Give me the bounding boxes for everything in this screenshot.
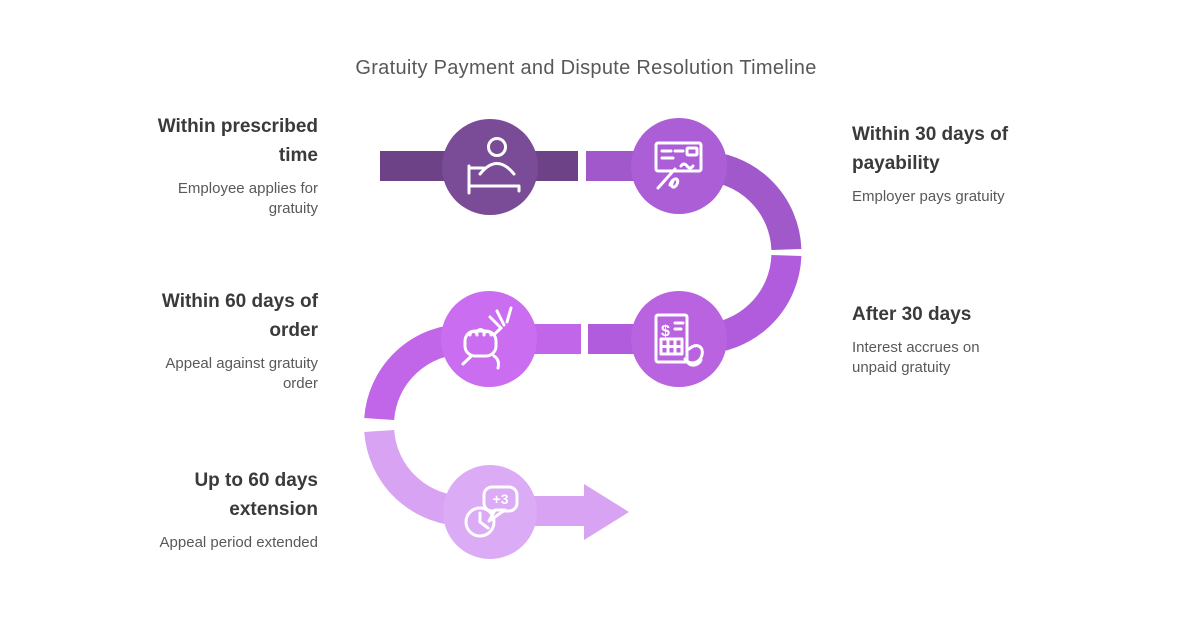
node-step-4 bbox=[441, 291, 537, 387]
timeline-path bbox=[364, 151, 802, 540]
step-2-description: Employer pays gratuity bbox=[852, 188, 1005, 205]
step-5-label: Up to 60 days extension Appeal period ex… bbox=[100, 466, 318, 553]
employee-application-icon bbox=[467, 137, 521, 195]
node-step-1 bbox=[442, 119, 538, 215]
node-2-circle bbox=[631, 118, 727, 214]
step-1-label: Within prescribed time Employee applies … bbox=[100, 112, 318, 219]
step-2-label: Within 30 days of payability Employer pa… bbox=[852, 120, 1070, 207]
step-1-heading: Within prescribed time bbox=[157, 116, 318, 166]
step-3-label: After 30 days Interest accrues on unpaid… bbox=[852, 300, 1070, 378]
step-1-description: Employee applies for gratuity bbox=[177, 180, 318, 217]
cheque-payment-icon bbox=[654, 141, 703, 190]
appeal-fist-icon bbox=[461, 306, 513, 370]
node-step-5: +3 bbox=[443, 465, 537, 559]
step-4-description: Appeal against gratuity order bbox=[165, 355, 318, 392]
step-5-heading: Up to 60 days extension bbox=[194, 470, 318, 520]
extension-plus3-label: +3 bbox=[493, 491, 509, 507]
step-5-description: Appeal period extended bbox=[159, 534, 318, 551]
step-3-description: Interest accrues on unpaid gratuity bbox=[852, 339, 980, 376]
step-4-label: Within 60 days of order Appeal against g… bbox=[100, 287, 318, 394]
invoice-interest-icon: $ bbox=[654, 313, 704, 367]
step-4-heading: Within 60 days of order bbox=[161, 291, 318, 341]
node-step-3: $ bbox=[631, 291, 727, 387]
arrow-head bbox=[584, 484, 629, 540]
node-step-2 bbox=[631, 118, 727, 214]
step-2-heading: Within 30 days of payability bbox=[852, 124, 1009, 174]
step-3-heading: After 30 days bbox=[852, 304, 972, 325]
page-title: Gratuity Payment and Dispute Resolution … bbox=[355, 57, 817, 79]
extension-clock-icon: +3 bbox=[464, 485, 519, 538]
invoice-dollar-label: $ bbox=[661, 323, 670, 340]
node-1-circle bbox=[442, 119, 538, 215]
